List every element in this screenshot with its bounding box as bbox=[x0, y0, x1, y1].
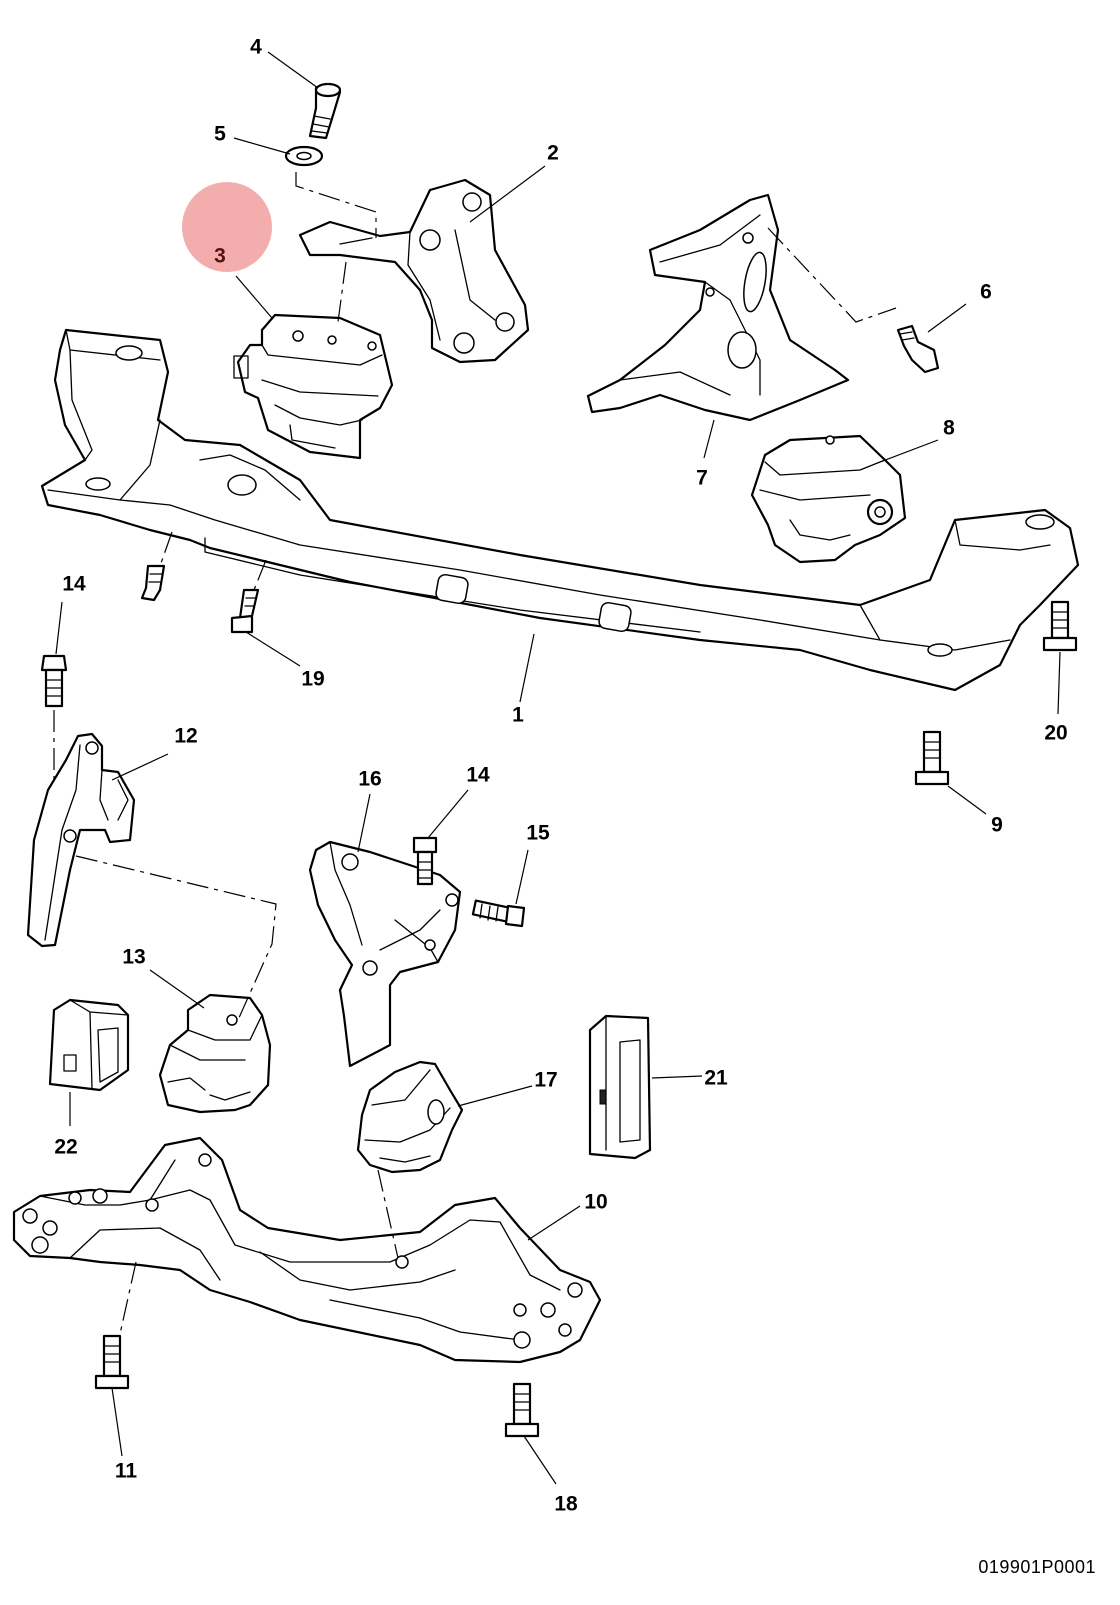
assembly-lines bbox=[53, 172, 897, 1335]
callout-20[interactable]: 20 bbox=[1044, 721, 1068, 745]
part-1-front-crossmember[interactable] bbox=[40, 328, 1080, 692]
callout-5[interactable]: 5 bbox=[214, 122, 226, 146]
part-8-engine-mount[interactable] bbox=[750, 434, 907, 564]
callout-8[interactable]: 8 bbox=[943, 416, 955, 440]
callout-15[interactable]: 15 bbox=[526, 821, 550, 845]
part-11-bolt[interactable] bbox=[94, 1334, 130, 1390]
callout-6[interactable]: 6 bbox=[980, 280, 992, 304]
part-9-bolt[interactable] bbox=[914, 730, 950, 786]
part-20-bolt[interactable] bbox=[1042, 600, 1078, 652]
part-14-bolt-upper[interactable] bbox=[40, 654, 68, 708]
callout-13[interactable]: 13 bbox=[122, 945, 146, 969]
part-10-rear-crossmember[interactable] bbox=[12, 1136, 602, 1364]
callout-18[interactable]: 18 bbox=[554, 1492, 578, 1516]
diagram-reference-code: 019901P0001 bbox=[978, 1557, 1096, 1577]
part-4-bolt[interactable] bbox=[308, 82, 342, 140]
callout-4[interactable]: 4 bbox=[250, 35, 262, 59]
callout-11[interactable]: 11 bbox=[114, 1459, 138, 1483]
callout-16[interactable]: 16 bbox=[358, 767, 382, 791]
callout-10[interactable]: 10 bbox=[584, 1190, 608, 1214]
highlight-marker[interactable] bbox=[182, 182, 272, 272]
part-5-washer[interactable] bbox=[284, 145, 324, 167]
part-6-bolt[interactable] bbox=[896, 324, 940, 374]
part-3-engine-mount[interactable] bbox=[233, 313, 394, 460]
callout-17[interactable]: 17 bbox=[534, 1068, 558, 1092]
part-15-bolt[interactable] bbox=[471, 899, 526, 928]
part-17-transmission-mount[interactable] bbox=[356, 1060, 464, 1174]
callout-2[interactable]: 2 bbox=[547, 141, 559, 165]
callout-3[interactable]: 3 bbox=[214, 244, 226, 268]
part-13-transmission-mount[interactable] bbox=[158, 993, 272, 1114]
part-18-bolt[interactable] bbox=[504, 1382, 540, 1438]
callout-12[interactable]: 12 bbox=[174, 724, 198, 748]
callout-21[interactable]: 21 bbox=[704, 1066, 728, 1090]
part-21-stop-block[interactable] bbox=[588, 1014, 652, 1160]
callout-1[interactable]: 1 bbox=[512, 703, 524, 727]
part-2-engine-bracket[interactable] bbox=[298, 178, 530, 364]
leader-lines bbox=[55, 51, 1061, 1485]
callout-14-upper[interactable]: 14 bbox=[62, 572, 86, 596]
part-22-stop-block[interactable] bbox=[48, 998, 130, 1092]
part-19-bolt[interactable] bbox=[230, 588, 260, 634]
callout-22[interactable]: 22 bbox=[54, 1135, 78, 1159]
callout-14-lower[interactable]: 14 bbox=[466, 763, 490, 787]
callout-9[interactable]: 9 bbox=[991, 813, 1003, 837]
callout-7[interactable]: 7 bbox=[696, 466, 708, 490]
callout-19[interactable]: 19 bbox=[301, 667, 325, 691]
part-14-small-bolt[interactable] bbox=[140, 564, 166, 602]
part-7-engine-bracket[interactable] bbox=[586, 193, 850, 422]
part-12-bracket[interactable] bbox=[26, 732, 136, 948]
part-16-bracket[interactable] bbox=[308, 840, 462, 1068]
part-14-bolt-lower[interactable] bbox=[412, 836, 438, 886]
